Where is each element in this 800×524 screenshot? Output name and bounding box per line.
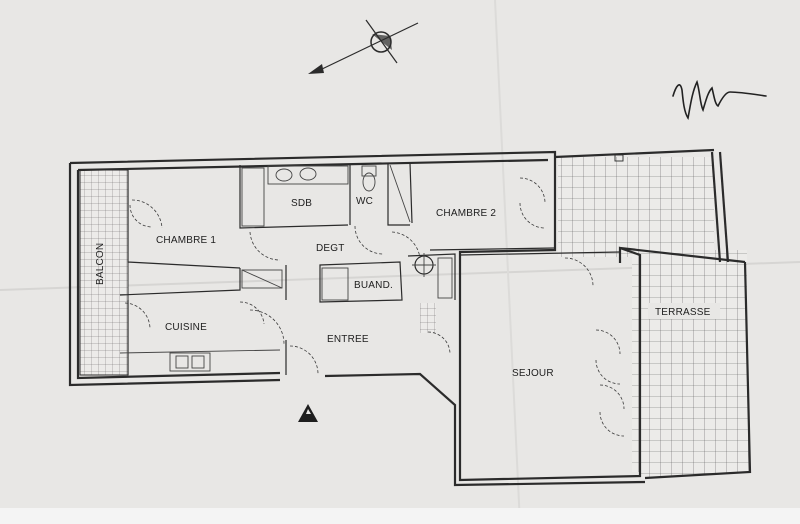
room-label-entree: ENTREE: [327, 334, 369, 345]
interior-walls: [119, 162, 621, 375]
room-label-terrasse: TERRASSE: [655, 307, 711, 318]
room-label-buand: BUAND.: [354, 280, 393, 291]
room-label-degt: DEGT: [316, 243, 345, 254]
room-label-cuisine: CUISINE: [165, 322, 207, 333]
terrasse-tiles-right: [632, 250, 747, 472]
room-label-sdb: SDB: [291, 198, 312, 209]
handwritten-signature: [672, 79, 767, 121]
balcon-area: [79, 169, 129, 376]
entree-tile-patch: [420, 303, 436, 333]
door-swings: [124, 177, 625, 437]
room-label-wc: WC: [356, 196, 373, 207]
room-label-sejour: SEJOUR: [512, 368, 554, 379]
terrasse-tiles-top: [558, 157, 714, 257]
terrasse-label-bg: [648, 303, 720, 319]
paper-fold: [494, 0, 521, 524]
entrance-triangle-icon: [298, 404, 318, 422]
fixtures: [119, 154, 624, 372]
room-label-chambre1: CHAMBRE 1: [156, 235, 216, 246]
outer-walls: [68, 148, 752, 487]
paper-bottom-edge: [0, 508, 800, 524]
room-label-balcon: BALCON: [95, 243, 106, 285]
compass-icon: [308, 19, 419, 74]
room-label-chambre2: CHAMBRE 2: [436, 208, 496, 219]
